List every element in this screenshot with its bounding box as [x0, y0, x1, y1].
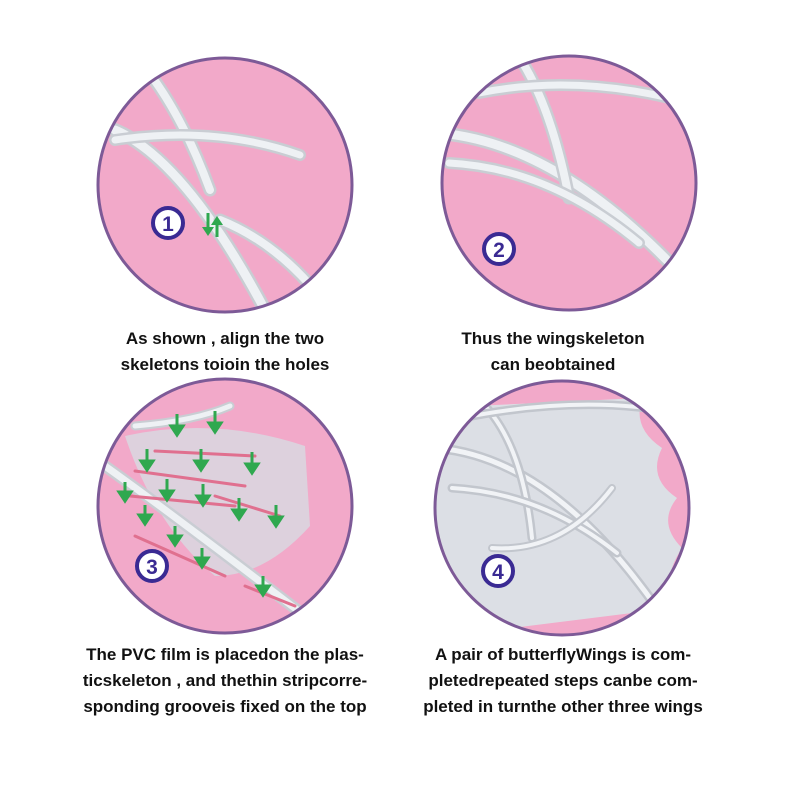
- step-2-circle-border: [440, 54, 698, 312]
- arrow-down-icon: [192, 459, 210, 473]
- step-3-badge-number: 3: [146, 556, 158, 579]
- thin-strip: [133, 534, 227, 578]
- arrow-up-icon: [211, 216, 223, 225]
- thin-strip: [243, 584, 297, 608]
- skeleton-rod-highlight: [450, 486, 619, 555]
- caption-line: skeletons toioin the holes: [120, 355, 330, 374]
- arrow-down-icon: [243, 462, 261, 476]
- arrow-down-icon: [136, 513, 154, 527]
- skeleton-rod-highlight: [475, 396, 534, 540]
- arrow-down-icon: [206, 421, 224, 435]
- step-4-circle-border: [433, 379, 691, 637]
- caption-line: sponding grooveis fixed on the top: [83, 697, 367, 716]
- thin-strip: [153, 449, 257, 458]
- step-4-caption: A pair of butterflyWings is com- pletedr…: [393, 642, 733, 720]
- arrow-down-icon: [116, 490, 134, 504]
- badge-ring: [135, 549, 169, 583]
- badge-ring: [482, 232, 516, 266]
- skeleton-rod-highlight: [101, 462, 309, 620]
- arrow-down-icon: [267, 515, 285, 529]
- step-2-badge: 2: [482, 232, 516, 266]
- step-3-illustration: 3: [95, 376, 355, 636]
- caption-line: pleted in turnthe other three wings: [423, 697, 703, 716]
- skeleton-rod-highlight: [460, 402, 649, 420]
- step-1-circle-bg: [98, 58, 352, 312]
- arrow-down-icon: [202, 227, 214, 236]
- step-3-caption: The PVC film is placedon the plas- ticsk…: [55, 642, 395, 720]
- arrow-down-icon: [168, 424, 186, 438]
- step-1-circle-border: [96, 56, 354, 314]
- badge-ring: [151, 206, 185, 240]
- arrow-down-icon: [194, 494, 212, 508]
- step-1-badge-number: 1: [162, 213, 174, 236]
- arrow-down-icon: [254, 584, 272, 598]
- caption-line: The PVC film is placedon the plas-: [86, 645, 364, 664]
- step-2-image: 2: [440, 54, 698, 312]
- skeleton-rod-highlight: [121, 59, 214, 194]
- thin-strip: [213, 494, 282, 518]
- skeleton-rod-highlight: [216, 216, 314, 289]
- skeleton-rod-highlight: [132, 403, 233, 429]
- thin-strip: [133, 469, 247, 488]
- step-3-image: 3: [96, 377, 354, 635]
- arrow-down-icon: [193, 556, 211, 570]
- placement-arrows: [116, 411, 285, 598]
- step-1-badge: 1: [151, 206, 185, 240]
- skeleton-rod-highlight: [111, 131, 304, 159]
- arrow-down-icon: [138, 459, 156, 473]
- thin-strip: [128, 494, 237, 508]
- badge-ring: [481, 554, 515, 588]
- step-4-badge-number: 4: [492, 561, 504, 584]
- pvc-film: [125, 428, 310, 576]
- step-4-image: 4: [433, 379, 691, 637]
- step-2-caption: Thus the wingskeleton can beobtained: [383, 326, 723, 378]
- step-1-image: 1: [96, 56, 354, 314]
- arrow-down-icon: [166, 534, 184, 548]
- step-2-illustration: 2: [439, 53, 699, 313]
- caption-line: can beobtained: [490, 355, 616, 374]
- skeleton-rod-highlight: [505, 57, 573, 202]
- caption-line: pletedrepeated steps canbe com-: [428, 671, 698, 690]
- step-2-badge-number: 2: [493, 239, 505, 262]
- step-1-caption: As shown , align the two skeletons toioi…: [55, 326, 395, 378]
- arrow-down-icon: [158, 489, 176, 503]
- caption-line: Thus the wingskeleton: [461, 329, 645, 348]
- step-4-illustration: 4: [432, 378, 692, 638]
- arrow-down-icon: [230, 508, 248, 522]
- step-3-badge: 3: [135, 549, 169, 583]
- step-1-illustration: 1: [95, 55, 355, 315]
- skeleton-rod-highlight: [436, 445, 660, 611]
- caption-line: A pair of butterflyWings is com-: [434, 645, 692, 664]
- skeleton-rod-highlight: [445, 159, 643, 247]
- step-4-badge: 4: [481, 554, 515, 588]
- caption-line: As shown , align the two: [125, 329, 325, 348]
- skeleton-rod-highlight: [490, 486, 614, 551]
- thin-strips: [128, 449, 297, 608]
- caption-line: ticskeleton , and thethin stripcorre-: [82, 671, 368, 690]
- alignment-arrows: [202, 213, 223, 237]
- step-3-circle-border: [96, 377, 354, 635]
